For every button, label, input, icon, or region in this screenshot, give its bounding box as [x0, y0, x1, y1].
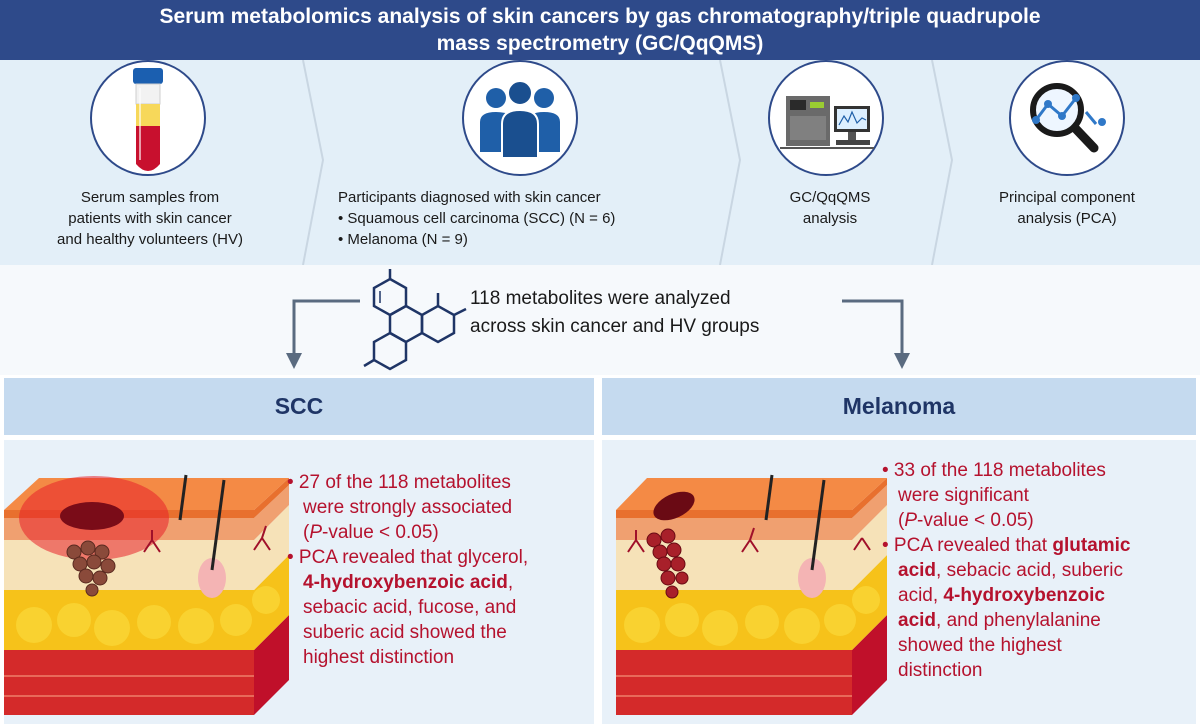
gc-ms-instrument-icon — [768, 60, 884, 176]
title-line-2: mass spectrometry (GC/QqQMS) — [436, 32, 764, 55]
step-serum-text: Serum samples from patients with skin ca… — [57, 189, 243, 248]
chevron-divider-1 — [302, 60, 325, 265]
split-arrows — [286, 269, 910, 371]
step-gc-text: GC/QqQMS analysis — [789, 189, 871, 227]
arrow-to-scc — [292, 299, 360, 357]
blood-tube-icon — [90, 60, 206, 176]
arrow-to-melanoma — [842, 299, 904, 357]
chevron-divider-3 — [931, 60, 954, 265]
skin-illustration-melanoma — [616, 474, 887, 715]
step-pca-text: Principal component analysis (PCA) — [999, 189, 1135, 227]
scc-findings: • 27 of the 118 metabolites were strongl… — [287, 472, 529, 668]
group-header-scc: SCC — [4, 378, 594, 435]
magnifier-chart-icon — [1009, 60, 1125, 176]
workflow-band: Serum samples from patients with skin ca… — [0, 60, 1200, 265]
group-header-melanoma: Melanoma — [602, 378, 1196, 435]
panel-melanoma: • 33 of the 118 metabolites were signifi… — [602, 440, 1196, 724]
step-participants-text: Participants diagnosed with skin cancer … — [338, 189, 616, 248]
title-line-1: Serum metabolomics analysis of skin canc… — [159, 5, 1041, 28]
metabolite-summary: 118 metabolites were analyzed across ski… — [0, 265, 1200, 375]
skin-illustration-scc — [4, 474, 289, 715]
people-group-icon — [462, 60, 578, 176]
panel-scc: • 27 of the 118 metabolites were strongl… — [4, 440, 594, 724]
page-title: Serum metabolomics analysis of skin canc… — [0, 0, 1200, 60]
molecule-structure-icon — [363, 269, 467, 371]
melanoma-findings: • 33 of the 118 metabolites were signifi… — [882, 460, 1131, 681]
workflow-graphics — [90, 60, 1125, 265]
metabolite-summary-text: 118 metabolites were analyzed across ski… — [470, 288, 760, 337]
chevron-divider-2 — [719, 60, 742, 265]
